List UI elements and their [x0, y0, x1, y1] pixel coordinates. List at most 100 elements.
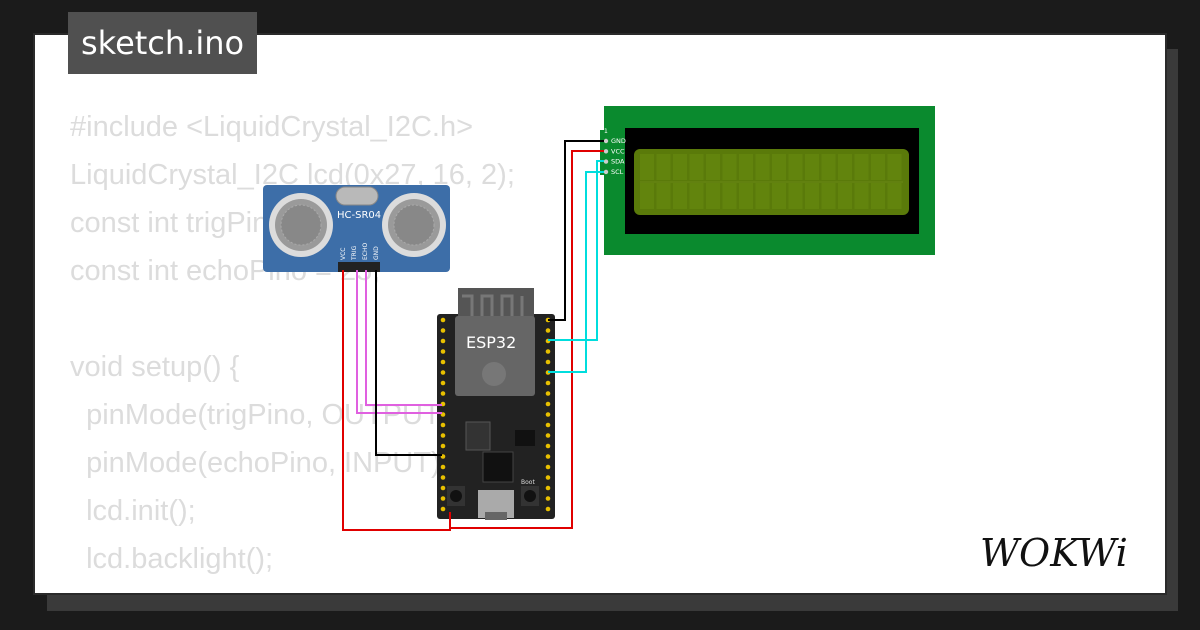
- wire-sda: [548, 160, 604, 341]
- esp-pin[interactable]: [440, 433, 446, 438]
- lcd-cell: [821, 154, 836, 180]
- lcd-pin-label: VCC: [611, 147, 625, 155]
- lcd-pin-header: 1: [604, 128, 608, 135]
- esp-pin[interactable]: [440, 443, 446, 449]
- lcd-cell: [689, 154, 704, 180]
- lcd-cell: [772, 154, 786, 180]
- esp-pin[interactable]: [440, 349, 446, 354]
- lcd-cell: [706, 183, 720, 209]
- lcd-cell: [821, 183, 836, 209]
- lcd-cell: [871, 154, 885, 180]
- esp-pin[interactable]: [440, 422, 446, 428]
- lcd-cell: [854, 183, 869, 209]
- lcd-cell: [838, 183, 852, 209]
- lcd-cell: [755, 154, 770, 180]
- code-line: void setup() {: [70, 351, 240, 383]
- esp-pin[interactable]: [440, 475, 446, 480]
- wire-gnd-sensor: [375, 270, 442, 456]
- esp-pin[interactable]: [545, 391, 551, 396]
- lcd-pin[interactable]: [603, 149, 609, 154]
- wire-trig: [356, 270, 442, 414]
- lcd-cell: [838, 154, 852, 180]
- file-tab[interactable]: sketch.ino: [68, 12, 258, 74]
- sensor-pin-label: ECHO: [362, 243, 369, 260]
- ultrasonic-sensor[interactable]: HC-SR04 VCC TRIG ECHO GND: [263, 185, 450, 272]
- esp-pin[interactable]: [440, 338, 446, 344]
- wire-vcc-sensor: [342, 270, 451, 531]
- lcd-pin[interactable]: [603, 138, 609, 144]
- esp-pin[interactable]: [440, 485, 446, 491]
- esp-pin[interactable]: [545, 401, 551, 407]
- esp-pin[interactable]: [440, 328, 446, 333]
- esp-pin[interactable]: [545, 475, 551, 480]
- lcd-cell: [656, 154, 671, 180]
- wokwi-logo: WOKWi: [980, 531, 1128, 574]
- code-line: #include <LiquidCrystal_I2C.h>: [70, 111, 474, 143]
- esp-pin[interactable]: [545, 412, 551, 417]
- lcd-cell: [755, 183, 770, 209]
- esp-pin[interactable]: [545, 443, 551, 449]
- lcd-cell: [788, 154, 803, 180]
- esp-pin[interactable]: [545, 359, 551, 365]
- lcd-cell: [788, 183, 803, 209]
- lcd-cell: [673, 183, 687, 209]
- code-line: lcd.backlight();: [70, 543, 274, 575]
- boot-label: Boot: [521, 479, 535, 486]
- sensor-label: HC-SR04: [337, 210, 381, 221]
- wires: [342, 140, 604, 531]
- lcd-pin[interactable]: [603, 159, 609, 164]
- esp-pin[interactable]: [440, 317, 446, 323]
- lcd-cell: [722, 183, 737, 209]
- esp-pin[interactable]: [545, 328, 551, 333]
- lcd-cell: [805, 154, 819, 180]
- sensor-pin-label: TRIG: [351, 245, 358, 261]
- lcd-cell: [656, 183, 671, 209]
- wire-echo: [365, 270, 442, 406]
- esp-pin[interactable]: [545, 422, 551, 428]
- lcd-cell: [640, 183, 654, 209]
- esp-pin[interactable]: [545, 349, 551, 354]
- esp-pin[interactable]: [545, 485, 551, 491]
- lcd-pin-label: SCL: [611, 168, 624, 176]
- code-line: lcd.print("Medidor");: [70, 583, 515, 593]
- lcd-cell: [805, 183, 819, 209]
- esp-pin[interactable]: [440, 380, 446, 386]
- lcd-pin-label: GND: [611, 137, 626, 145]
- lcd-cell: [854, 154, 869, 180]
- code-line: lcd.init();: [70, 495, 196, 527]
- lcd-cell: [739, 183, 753, 209]
- esp-pin[interactable]: [545, 464, 551, 470]
- esp-pin[interactable]: [440, 464, 446, 470]
- esp-pin[interactable]: [440, 506, 446, 512]
- lcd-cell: [640, 154, 654, 180]
- lcd-cell: [887, 154, 902, 180]
- esp-pin[interactable]: [545, 506, 551, 512]
- esp-pin[interactable]: [440, 359, 446, 365]
- esp-pin[interactable]: [440, 370, 446, 375]
- lcd-cell: [722, 154, 737, 180]
- svg-text:WOKWi: WOKWi: [980, 531, 1128, 574]
- lcd-cell: [673, 154, 687, 180]
- lcd-cell: [689, 183, 704, 209]
- esp32-board[interactable]: ESP32 Boot: [437, 288, 555, 520]
- esp-pin[interactable]: [440, 496, 446, 501]
- esp-pin[interactable]: [545, 454, 551, 459]
- project-preview-card: #include <LiquidCrystal_I2C.h>LiquidCrys…: [33, 33, 1167, 595]
- sensor-pin-label: VCC: [340, 248, 347, 260]
- wire-scl: [548, 171, 604, 373]
- esp-pin[interactable]: [545, 496, 551, 501]
- esp-pin[interactable]: [545, 380, 551, 386]
- wire-gnd-lcd: [548, 140, 604, 321]
- sensor-pin-label: GND: [373, 246, 380, 260]
- lcd-pin[interactable]: [603, 169, 609, 175]
- esp-pin[interactable]: [545, 433, 551, 438]
- board-label: ESP32: [466, 333, 516, 352]
- lcd-cell: [772, 183, 786, 209]
- lcd-cell: [871, 183, 885, 209]
- lcd-cell: [706, 154, 720, 180]
- lcd-cell: [739, 154, 753, 180]
- code-line: pinMode(echoPino, INPUT);: [70, 447, 449, 479]
- esp-pin[interactable]: [440, 391, 446, 396]
